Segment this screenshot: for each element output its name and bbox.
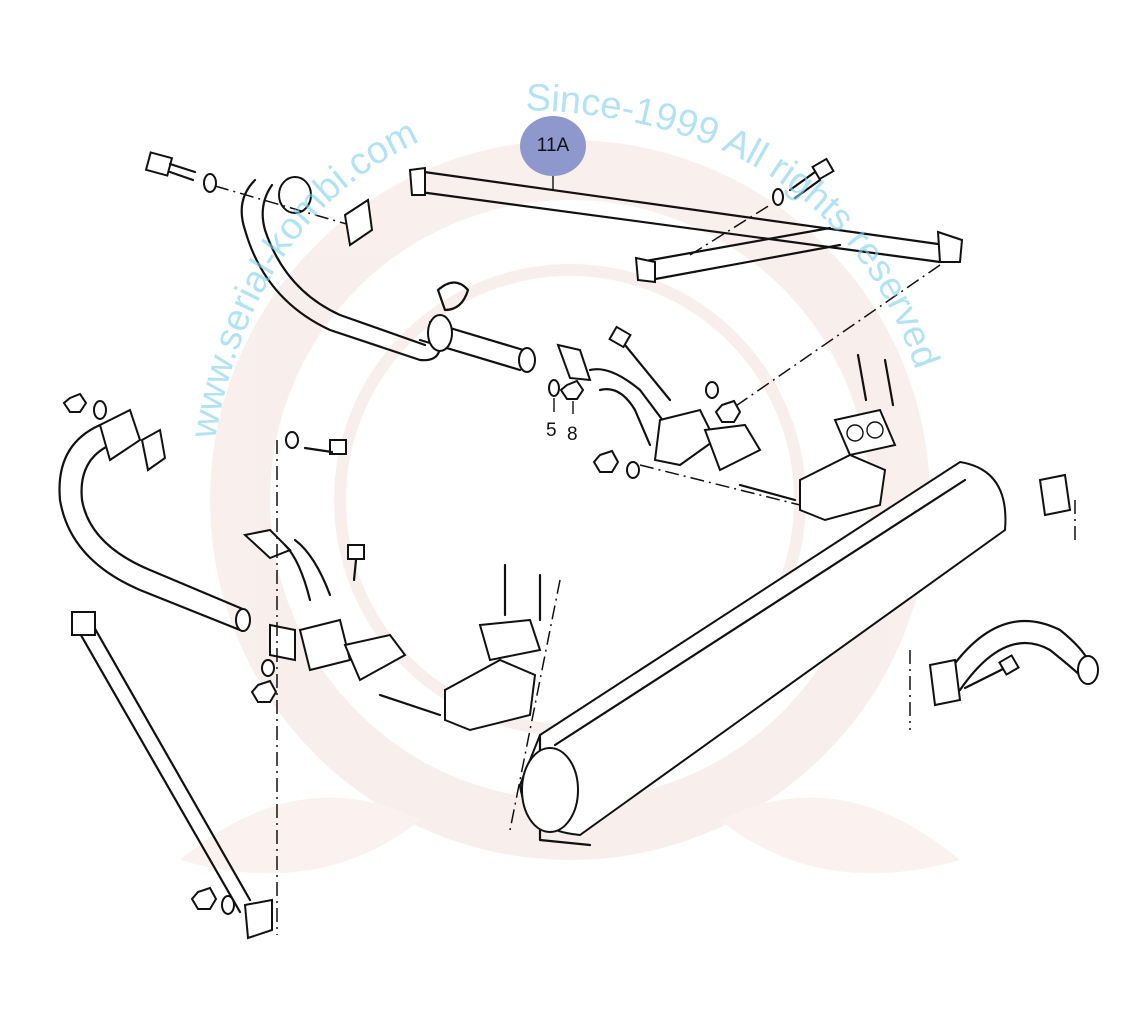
- callout-8[interactable]: 8: [567, 424, 578, 445]
- bracket-11a[interactable]: [408, 166, 964, 411]
- main-muffler[interactable]: [518, 460, 1007, 847]
- left-tail-pipe[interactable]: [58, 392, 251, 632]
- callout-5[interactable]: 5: [546, 420, 557, 441]
- left-manifold[interactable]: [242, 431, 561, 935]
- upper-exhaust-pipe[interactable]: [240, 176, 536, 373]
- right-tail-pipe[interactable]: [909, 473, 1099, 730]
- part-badge-11a[interactable]: 11A: [520, 116, 586, 176]
- left-support-strap[interactable]: [71, 611, 273, 940]
- right-cylinder-head-flange[interactable]: [639, 353, 897, 522]
- upper-flange-bolt[interactable]: [144, 151, 374, 247]
- part-badge-label: 11A: [536, 135, 570, 156]
- center-manifold[interactable]: [548, 325, 762, 479]
- bracket-bolt[interactable]: [772, 157, 835, 206]
